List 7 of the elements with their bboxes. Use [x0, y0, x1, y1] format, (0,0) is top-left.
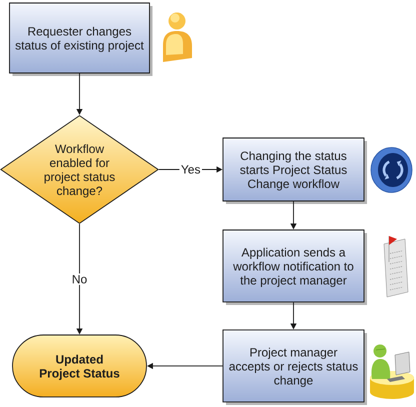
- process-box: Application sends a workflow notification to the project manager: [222, 230, 367, 305]
- edge-label: No: [70, 274, 89, 285]
- process-box: Requester changes status of existing project: [9, 2, 152, 76]
- edge-label: Yes: [179, 164, 202, 176]
- terminal-box: Updated Project Status: [12, 334, 147, 398]
- process-box: Changing the status starts Project Status Change workflow: [222, 138, 367, 204]
- process-box: Project manager accepts or rejects status change: [222, 330, 367, 405]
